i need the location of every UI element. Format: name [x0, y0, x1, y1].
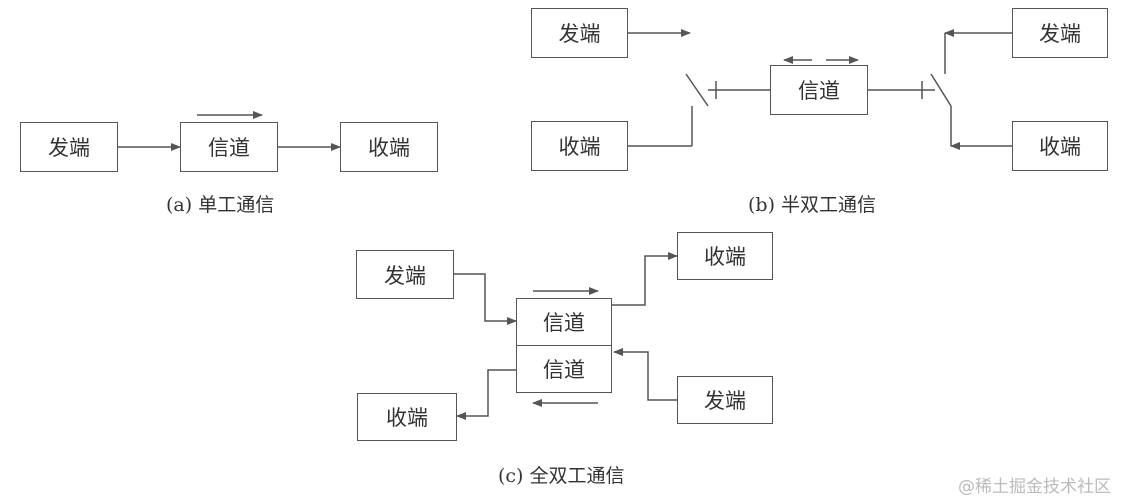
- simplex-sender-box: 发端: [20, 122, 118, 172]
- watermark: @稀土掘金技术社区: [958, 477, 1111, 497]
- half-right-switch-blade: [930, 73, 952, 107]
- full-channel-to-receiver-bottom: [456, 369, 516, 420]
- full-sender-bottom-line: [613, 348, 677, 401]
- full-receiver-top-box: 收端: [677, 232, 773, 280]
- simplex-receiver-box: 收端: [340, 122, 438, 172]
- full-sender-bottom-box: 发端: [677, 376, 773, 424]
- full-receiver-bottom-box: 收端: [357, 393, 457, 441]
- half-duplex-caption: (b) 半双工通信: [748, 194, 877, 216]
- full-channel-bottom-box: 信道: [516, 345, 612, 393]
- half-channel-box: 信道: [770, 65, 868, 115]
- half-right-receiver-box: 收端: [1012, 121, 1108, 171]
- half-left-sender-box: 发端: [531, 8, 628, 58]
- simplex-channel-box: 信道: [180, 122, 278, 172]
- simplex-caption: (a) 单工通信: [166, 194, 275, 216]
- full-sender-top-line: [454, 273, 517, 325]
- half-left-switch-blade: [685, 73, 709, 107]
- full-duplex-caption: (c) 全双工通信: [498, 465, 625, 487]
- half-right-sender-box: 发端: [1012, 8, 1108, 58]
- full-channel-top-box: 信道: [516, 298, 612, 346]
- full-sender-top-box: 发端: [356, 250, 454, 299]
- half-left-receiver-box: 收端: [531, 121, 628, 171]
- full-channel-to-receiver-top: [612, 252, 678, 306]
